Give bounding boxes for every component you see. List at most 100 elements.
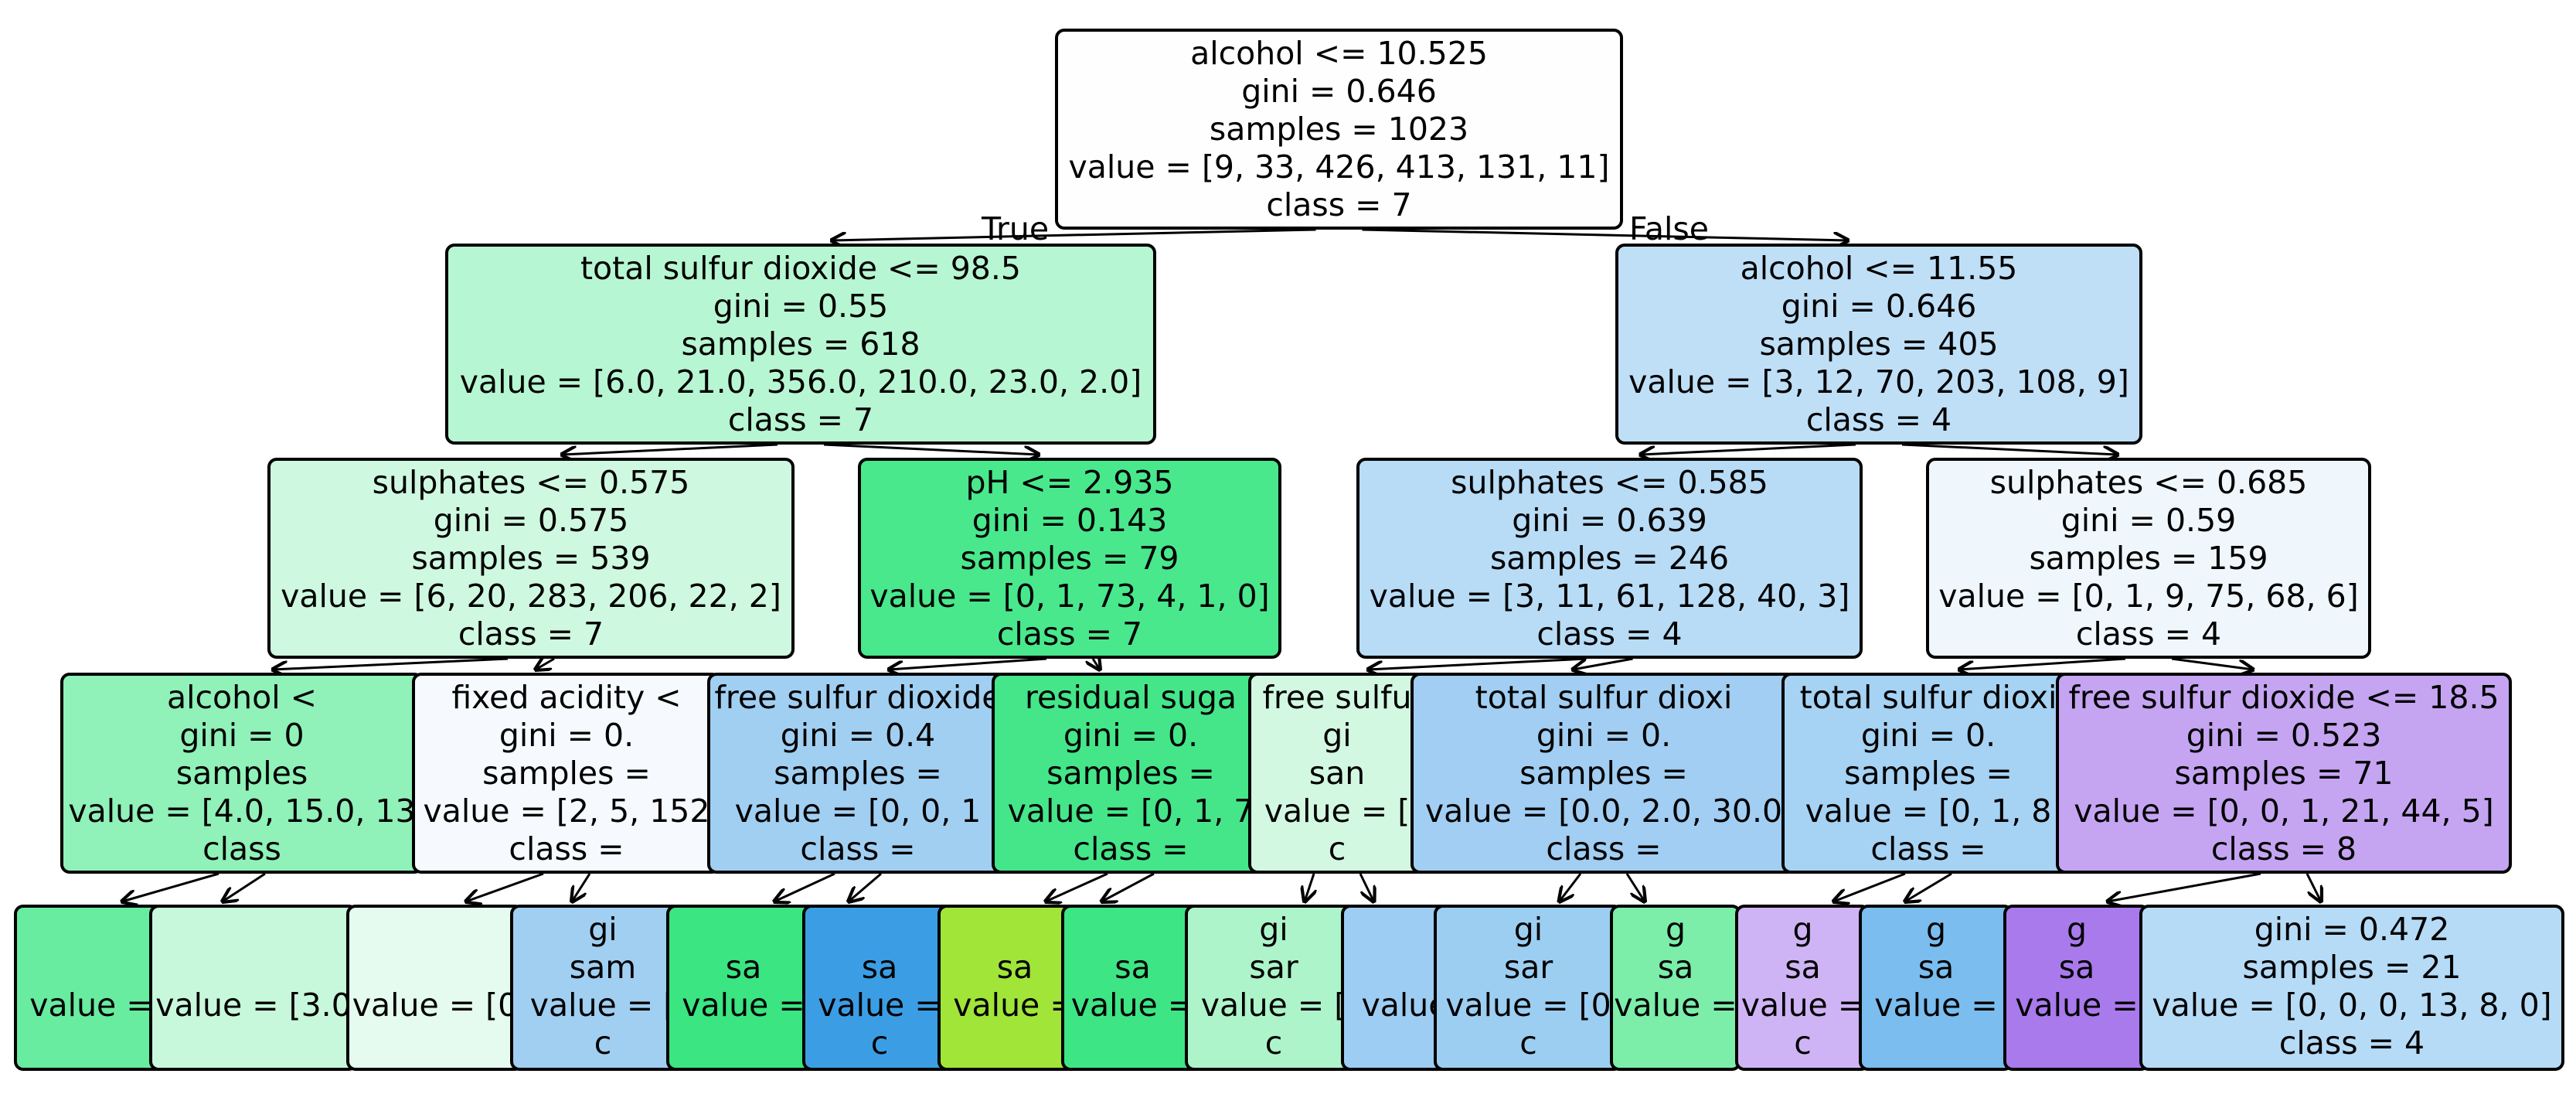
node-text-line: class = 7	[458, 615, 604, 653]
node-text-line: value = [2, 5, 152	[423, 792, 710, 830]
tree-edge-n1-n3	[562, 443, 778, 455]
node-text-line: c	[594, 1024, 612, 1062]
tree-edge-n1-n4	[823, 443, 1039, 455]
node-text-line: samples = 246	[1489, 540, 1730, 577]
node-text-line: gini = 0	[179, 717, 305, 754]
node-text-line: samples = 405	[1759, 326, 1999, 363]
node-text-line: gini = 0.143	[972, 502, 1168, 539]
node-text-line: gini = 0.646	[1241, 73, 1437, 110]
node-text-line: value = [0, 0, 0, 13, 8, 0]	[2152, 987, 2552, 1024]
node-text-line: samples	[175, 755, 308, 792]
node-text-line: gi	[1513, 911, 1543, 948]
node-text-line: c	[870, 1024, 889, 1062]
tree-edge-root-n2	[1362, 228, 1849, 240]
node-text-line: value = [0, 1, 73, 4, 1, 0]	[869, 578, 1270, 615]
tree-edge-l3h-l4p	[2305, 873, 2321, 902]
node-text-line: gini = 0.	[1063, 717, 1199, 754]
node-text-line: sar	[1503, 949, 1553, 986]
node-text-line	[1862, 1024, 2010, 1062]
node-text-line	[17, 1062, 165, 1068]
node-text-line: total sulfur dioxide <= 98.5	[580, 250, 1022, 287]
false-branch-label: False	[1629, 210, 1709, 247]
node-text-line: gi	[1322, 717, 1352, 754]
node-text-line: class = 4	[1536, 615, 1683, 653]
node-text-line: value =	[818, 987, 941, 1024]
node-text-line: value = [0, 1, 7	[1007, 792, 1254, 830]
node-text-line: samples = 79	[960, 540, 1179, 577]
tree-node-l4c: value = [0	[346, 905, 524, 1071]
tree-edge-l3b-l4d	[572, 873, 591, 902]
node-text-line: gini = 0.646	[1781, 288, 1977, 325]
node-text-line: gi	[1259, 911, 1288, 948]
node-text-line: sulphates <= 0.585	[1451, 464, 1768, 501]
node-text-line: san	[1308, 755, 1366, 792]
node-text-line: pH <= 2.935	[965, 464, 1174, 501]
node-text-line: value = [0, 0, 1	[734, 792, 982, 830]
node-text-line: class = 7	[996, 615, 1143, 653]
node-text-line: sa	[1918, 949, 1955, 986]
tree-node-l4b: value = [3.0	[149, 905, 358, 1071]
node-text-line: value =	[1614, 987, 1737, 1024]
node-text-line: fixed acidity <	[451, 679, 682, 716]
node-text-line: sa	[861, 949, 898, 986]
node-text-line	[1613, 1062, 1738, 1068]
node-text-line: class =	[800, 830, 916, 867]
node-text-line: c	[1519, 1024, 1537, 1062]
node-text-line: class = 4	[2278, 1024, 2425, 1062]
tree-edge-n6-l3g	[1959, 657, 2126, 670]
node-text-line: value =	[1070, 987, 1195, 1024]
node-text-line: samples =	[1046, 755, 1215, 792]
node-text-line: samples = 71	[2174, 755, 2394, 792]
node-text-line: value = [6, 20, 283, 206, 22, 2]	[281, 578, 781, 615]
tree-edge-l3e-l4j	[1359, 873, 1374, 902]
node-text-line: gini = 0.523	[2186, 717, 2382, 754]
node-text-line: total sulfur dioxi	[1799, 679, 2057, 716]
node-text-line	[17, 949, 165, 987]
tree-edge-n4-l3d	[1093, 659, 1100, 670]
tree-edge-l3e-l4i	[1305, 873, 1314, 902]
tree-edge-l3h-l4o	[2108, 872, 2261, 902]
node-text-line: class =	[1546, 830, 1662, 867]
node-text-line	[1738, 1062, 1867, 1068]
node-text-line: value = [3, 11, 61, 128, 40, 3]	[1369, 578, 1850, 615]
node-text-line: samples = 21	[2242, 949, 2462, 986]
node-text-line: value = [6.0, 21.0, 356.0, 210.0, 23.0, …	[459, 363, 1142, 401]
node-text-line	[349, 1024, 521, 1062]
node-text-line: samples = 618	[681, 326, 920, 363]
node-text-line: samples = 1023	[1209, 111, 1469, 148]
tree-edge-l3g-l4m	[1834, 872, 1906, 902]
node-text-line: class =	[1870, 830, 1986, 867]
node-text-line: class	[202, 830, 281, 867]
node-text-line: samples =	[1844, 755, 2013, 792]
node-text-line: sa	[1785, 949, 1821, 986]
node-text-line	[152, 949, 355, 987]
node-text-line	[17, 911, 165, 949]
node-text-line: sa	[2058, 949, 2095, 986]
node-text-line: gini = 0.639	[1512, 502, 1707, 539]
node-text-line: class =	[509, 830, 624, 867]
node-text-line: gini = 0.	[499, 717, 635, 754]
node-text-line	[669, 1062, 818, 1068]
node-text-line: free sulfur dioxide	[714, 679, 1002, 716]
node-text-line: gini = 0.4	[780, 717, 936, 754]
node-text-line: alcohol <= 11.55	[1740, 250, 2018, 287]
node-text-line	[1437, 1062, 1620, 1068]
node-text-line: g	[1792, 911, 1813, 948]
node-text-line: value = [4.0, 15.0, 13	[68, 792, 416, 830]
